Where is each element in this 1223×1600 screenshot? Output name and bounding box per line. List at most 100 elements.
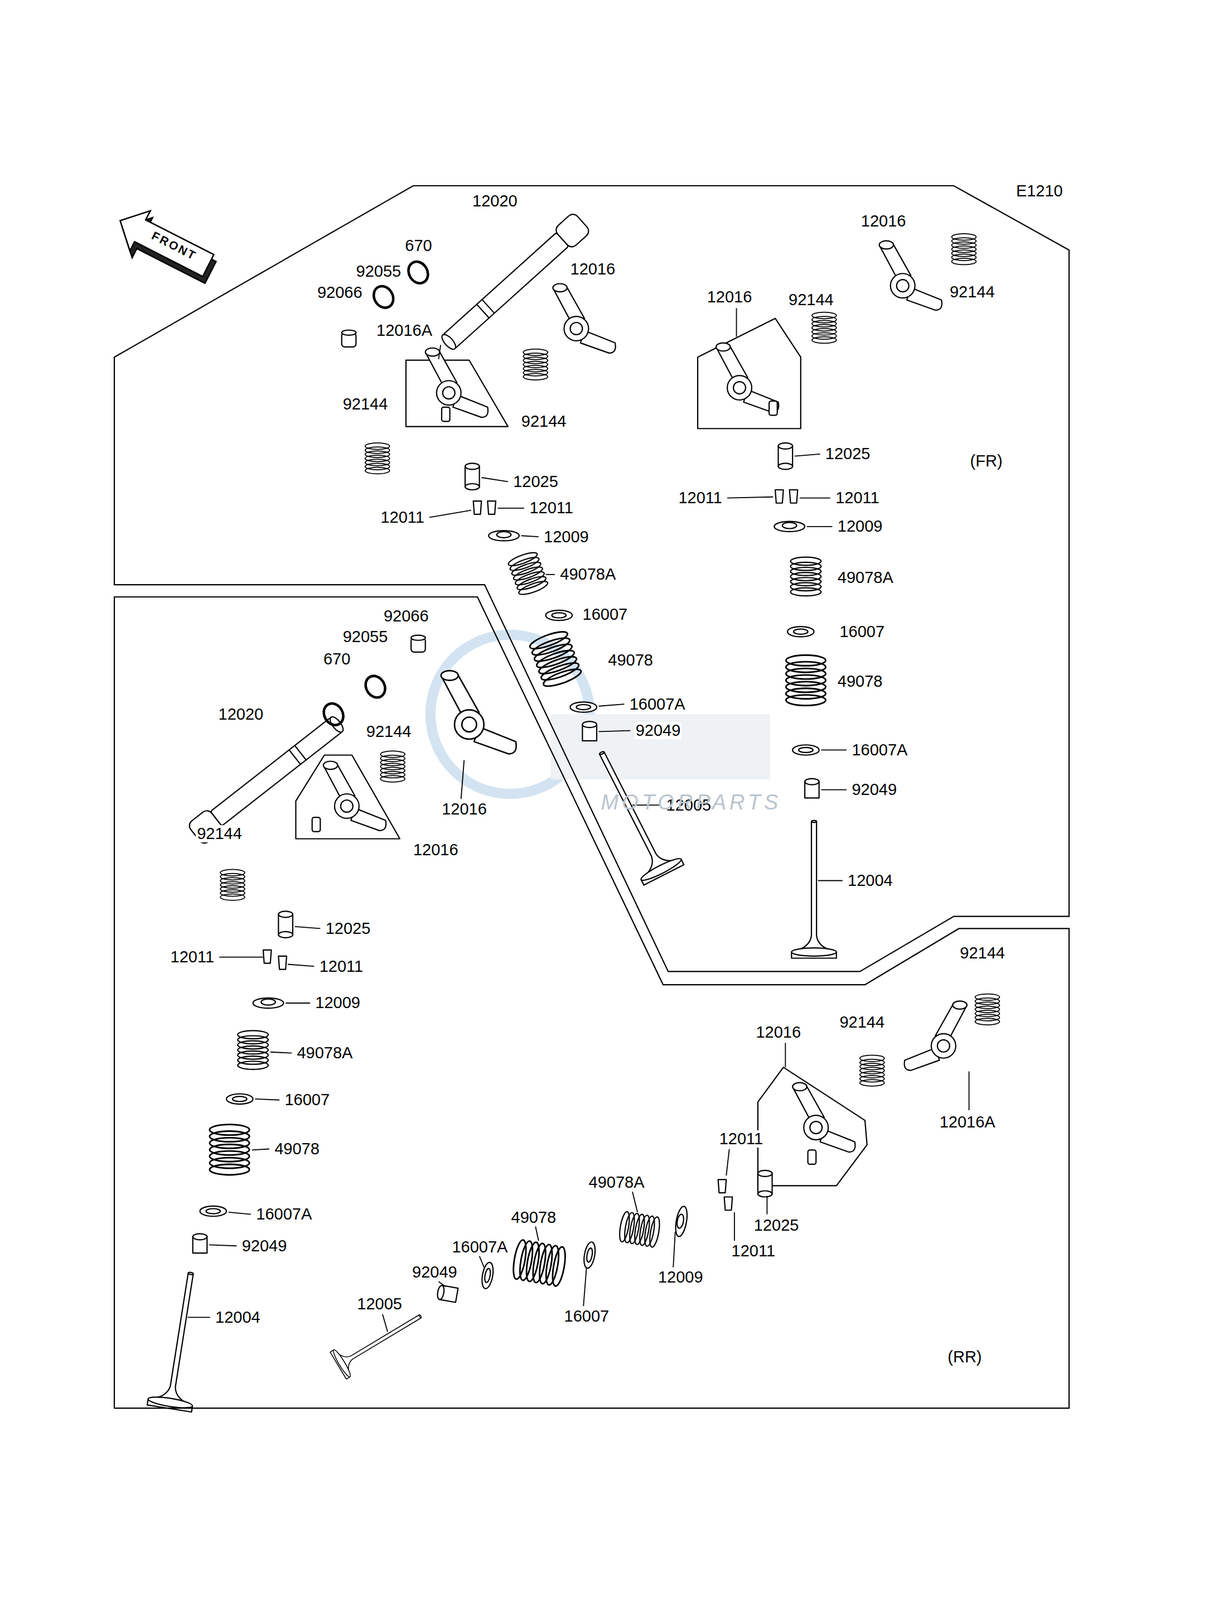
part-number: 12016 — [440, 800, 488, 818]
valve-parts-element — [724, 1196, 733, 1210]
valve-parts-element — [775, 489, 784, 504]
valve-parts-element — [487, 500, 496, 515]
part-number: 49078 — [273, 1139, 321, 1158]
leader-lines-element — [535, 1226, 539, 1241]
part-number: 16007A — [628, 695, 687, 713]
valve-parts-element — [320, 699, 348, 729]
part-number: 12016A — [938, 1113, 997, 1131]
part-number: 92049 — [411, 1263, 459, 1281]
part-number: 92144 — [341, 395, 390, 413]
part-number: 12025 — [752, 1216, 801, 1234]
watermark-logo-element — [550, 713, 771, 780]
front-arrow-element — [109, 200, 219, 286]
leader-lines-element — [727, 496, 773, 499]
part-number: 12009 — [836, 517, 884, 535]
valve-parts-element — [757, 1170, 773, 1197]
leader-lines-element — [736, 307, 738, 337]
valve-parts-element — [441, 407, 451, 422]
valve-parts-element — [975, 993, 1000, 1026]
valve-parts-element — [569, 701, 597, 712]
leader-lines-element — [228, 1211, 251, 1215]
valve-parts-element — [192, 1233, 208, 1253]
valve-parts-element — [769, 400, 778, 416]
valve-parts-element — [473, 500, 482, 515]
valve-parts-element — [404, 258, 433, 287]
leader-lines-element — [583, 1267, 587, 1307]
valve-parts-element — [523, 349, 548, 381]
leader-lines-element — [794, 453, 821, 457]
valve-parts-element — [808, 1149, 817, 1164]
part-number: 670 — [403, 237, 433, 255]
part-number: 12011 — [169, 948, 216, 966]
leader-lines-element — [733, 1211, 736, 1241]
valve-parts-element — [757, 1066, 868, 1186]
leader-lines-element — [285, 1002, 311, 1004]
valve-parts-element — [361, 672, 390, 701]
valve-parts-element — [789, 489, 799, 504]
valve-parts — [147, 211, 1000, 1412]
part-number: 12009 — [542, 528, 591, 546]
part-number: 92144 — [787, 291, 835, 309]
part-number: 49078A — [836, 568, 895, 587]
valve-parts-element — [510, 1238, 568, 1287]
leader-lines-element — [498, 507, 525, 509]
valve-parts-element — [441, 670, 517, 754]
part-number: 92144 — [195, 824, 244, 843]
part-number: 92055 — [355, 262, 403, 280]
leader-lines-element — [818, 880, 843, 882]
leader-lines-element — [806, 525, 833, 528]
region-border — [114, 596, 1070, 1408]
valve-parts-element — [673, 1205, 690, 1237]
part-number: 12020 — [471, 192, 519, 210]
valve-parts-element — [787, 626, 815, 637]
leader-lines-element — [479, 1255, 485, 1269]
valve-parts-element — [617, 1210, 662, 1248]
part-number: 92144 — [520, 412, 568, 430]
front-arrow — [107, 200, 224, 293]
valve-parts-element — [369, 282, 398, 312]
valve-parts-element — [785, 654, 826, 705]
part-number: 16007A — [450, 1238, 509, 1256]
leader-lines — [187, 307, 970, 1332]
part-number: 12016 — [706, 288, 754, 306]
part-number: 12025 — [824, 445, 872, 463]
valve-parts-element — [341, 330, 357, 347]
valve-parts-element — [199, 1205, 227, 1216]
part-number: 16007 — [838, 622, 886, 641]
part-number: 92055 — [341, 627, 390, 646]
part-number: 16007 — [563, 1307, 611, 1325]
valve-parts-element — [186, 711, 348, 845]
valve-parts-element — [263, 949, 272, 964]
leader-lines-element — [968, 1071, 970, 1111]
valve-parts-element — [792, 744, 820, 755]
leader-lines-element — [295, 926, 321, 929]
leader-lines-element — [461, 760, 464, 800]
part-number: 16007A — [254, 1205, 313, 1223]
part-number: 12011 — [528, 499, 575, 517]
part-number: 12020 — [217, 705, 265, 723]
valve-parts-element — [904, 1000, 968, 1070]
valve-parts-element — [380, 750, 405, 782]
valve-parts-element — [879, 240, 942, 311]
part-number: 12025 — [511, 472, 560, 491]
part-number: 49078 — [510, 1208, 558, 1226]
region-label: (FR) — [969, 452, 1004, 470]
valve-parts-element — [811, 312, 837, 344]
part-number: 12016 — [569, 260, 617, 278]
valve-parts-element — [582, 721, 597, 741]
valve-parts-element — [278, 955, 287, 970]
valve-parts-element — [425, 347, 488, 418]
valve-parts-element — [209, 1124, 250, 1175]
part-number: 12011 — [379, 508, 426, 526]
valve-parts-element — [480, 1260, 495, 1289]
valve-parts-element — [859, 1054, 885, 1086]
leader-lines-element — [820, 748, 847, 751]
region-border — [114, 185, 1070, 971]
valve-parts-element — [436, 1284, 459, 1302]
part-number: 92144 — [365, 722, 413, 741]
region-label: (RR) — [946, 1347, 983, 1366]
leader-lines-element — [187, 1316, 211, 1318]
valve-parts-element — [253, 997, 284, 1008]
leader-lines-element — [254, 1098, 280, 1100]
